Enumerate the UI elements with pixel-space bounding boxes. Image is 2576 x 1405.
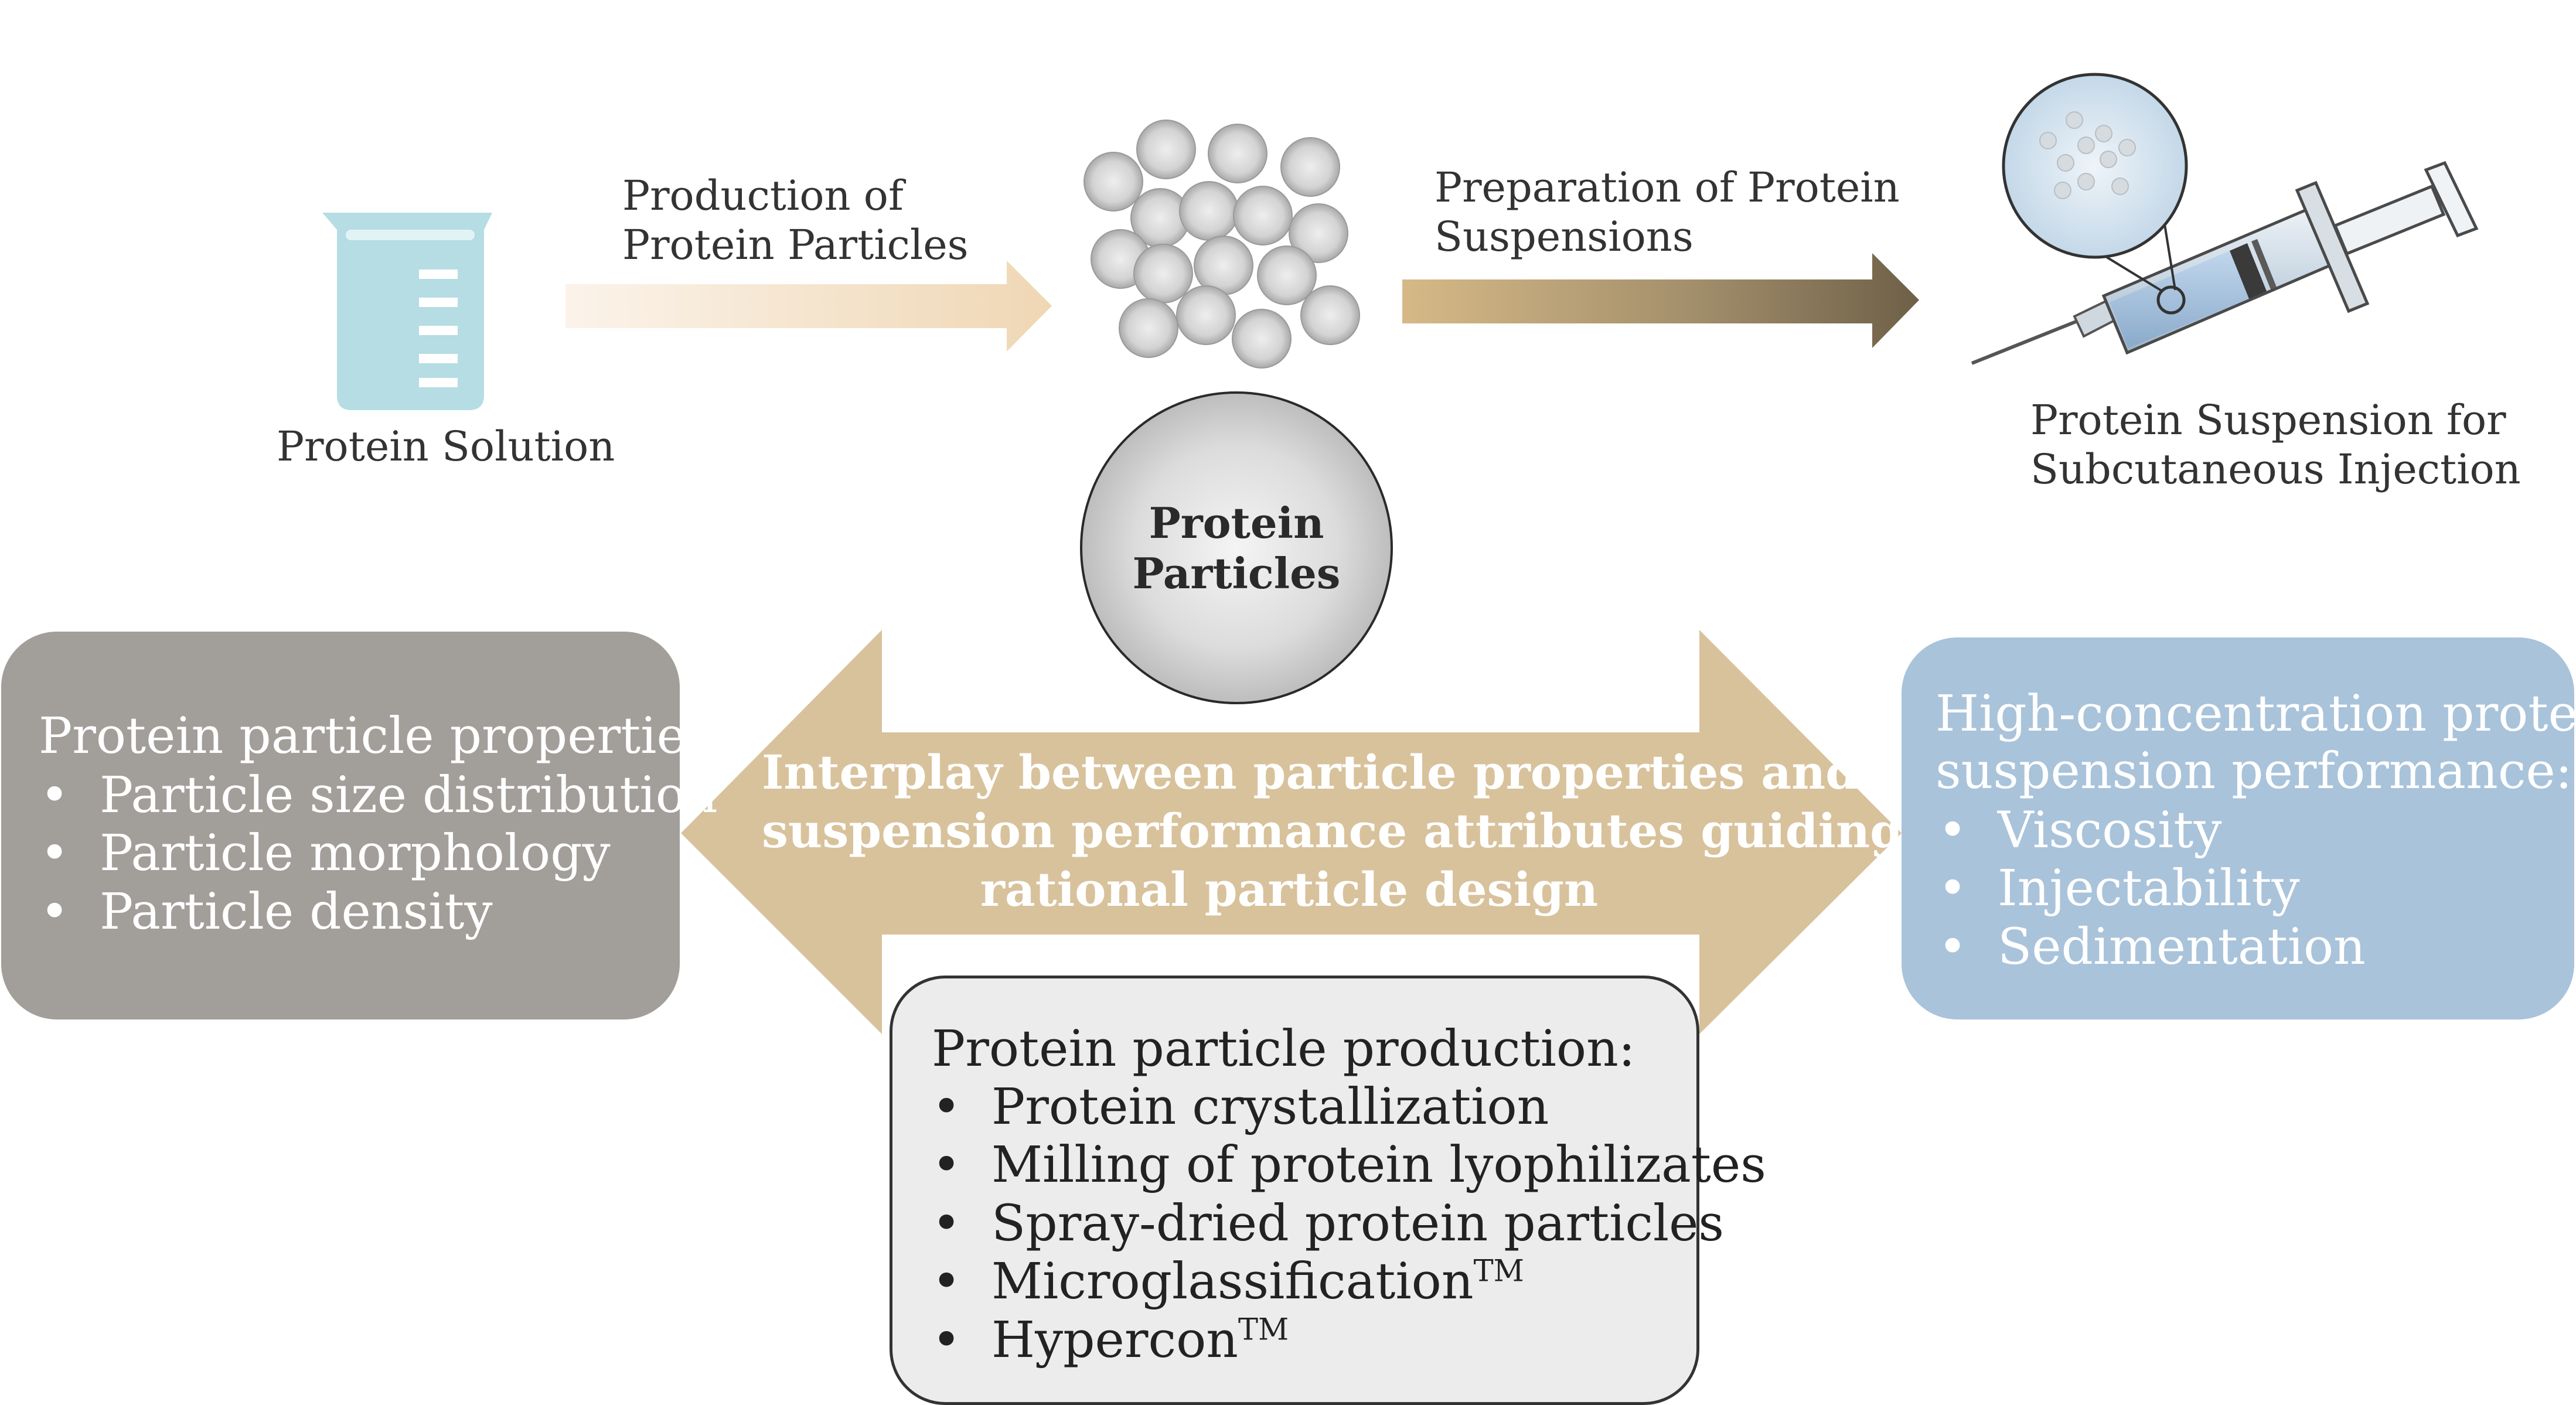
syringe-icon — [1971, 73, 2479, 365]
production-arrow — [565, 261, 1052, 352]
production-label: Production of Protein Particles — [622, 172, 969, 269]
preparation-arrow — [1402, 253, 1919, 348]
particle-properties-title: Protein particle properties: — [39, 707, 729, 765]
particle-properties-list: Particle size distribution Particle morp… — [40, 766, 718, 942]
particle-properties-box: Protein particle properties: Particle si… — [1, 632, 728, 1019]
particle-production-box: Protein particle production: Protein cry… — [890, 976, 1766, 1405]
list-item: Milling of protein lyophilizates — [932, 1136, 1766, 1195]
interplay-text: Interplay between particle properties an… — [762, 745, 1903, 917]
magnified-particle — [2057, 154, 2074, 172]
magnified-particle — [2066, 111, 2083, 129]
protein-particles-cluster — [1083, 120, 1360, 369]
particle — [1232, 309, 1292, 369]
list-item: Spray-dried protein particles — [932, 1195, 1766, 1253]
trademark: TM — [1473, 1254, 1524, 1289]
suspension-performance-title: High-concentration protein suspension pe… — [1936, 685, 2576, 800]
magnified-particle — [2095, 125, 2112, 142]
interplay-double-arrow — [681, 630, 1902, 1034]
protein-particles-circle — [1080, 391, 1393, 704]
beaker-icon — [322, 213, 492, 410]
magnified-particle — [2118, 139, 2136, 156]
magnified-particle — [2077, 137, 2095, 154]
preparation-label: Preparation of Protein Suspensions — [1434, 163, 1900, 261]
particle-production-title: Protein particle production: — [932, 1020, 1635, 1078]
particle — [1208, 124, 1267, 183]
particle — [1289, 203, 1348, 263]
list-item: MicroglassificationTM — [932, 1253, 1766, 1311]
particle — [1133, 244, 1193, 303]
list-item: Particle density — [40, 883, 718, 942]
suspension-performance-list: Viscosity Injectability Sedimentation — [1938, 802, 2366, 977]
list-item: Injectability — [1938, 860, 2366, 918]
particle — [1179, 181, 1239, 241]
magnified-particle — [2077, 173, 2095, 190]
protein-solution-label: Protein Solution — [277, 422, 615, 470]
syringe-label: Protein Suspension for Subcutaneous Inje… — [2030, 396, 2521, 493]
particle — [1300, 285, 1360, 345]
magnified-particle — [2111, 178, 2129, 195]
particle — [1176, 285, 1236, 345]
magnified-particles — [2039, 111, 2136, 199]
list-item: Protein crystallization — [932, 1078, 1766, 1137]
particle — [1257, 245, 1317, 305]
particle — [1280, 137, 1340, 197]
particle — [1119, 298, 1178, 358]
particle — [1136, 120, 1196, 179]
magnified-particle — [2100, 151, 2117, 168]
magnified-particle — [2039, 132, 2057, 149]
list-item: Particle morphology — [40, 824, 718, 883]
list-item: HyperconTM — [932, 1311, 1766, 1370]
trademark: TM — [1238, 1312, 1289, 1348]
list-item: Particle size distribution — [40, 766, 718, 825]
magnified-particle — [2054, 182, 2071, 199]
particle — [1233, 186, 1293, 245]
suspension-performance-box: High-concentration protein suspension pe… — [1902, 637, 2576, 1019]
list-item: Viscosity — [1938, 802, 2366, 860]
particle — [1083, 152, 1143, 212]
list-item: Sedimentation — [1938, 918, 2366, 977]
particle-production-list: Protein crystallization Milling of prote… — [932, 1078, 1766, 1370]
protein-particles-circle-label: Protein Particles — [1132, 498, 1341, 599]
